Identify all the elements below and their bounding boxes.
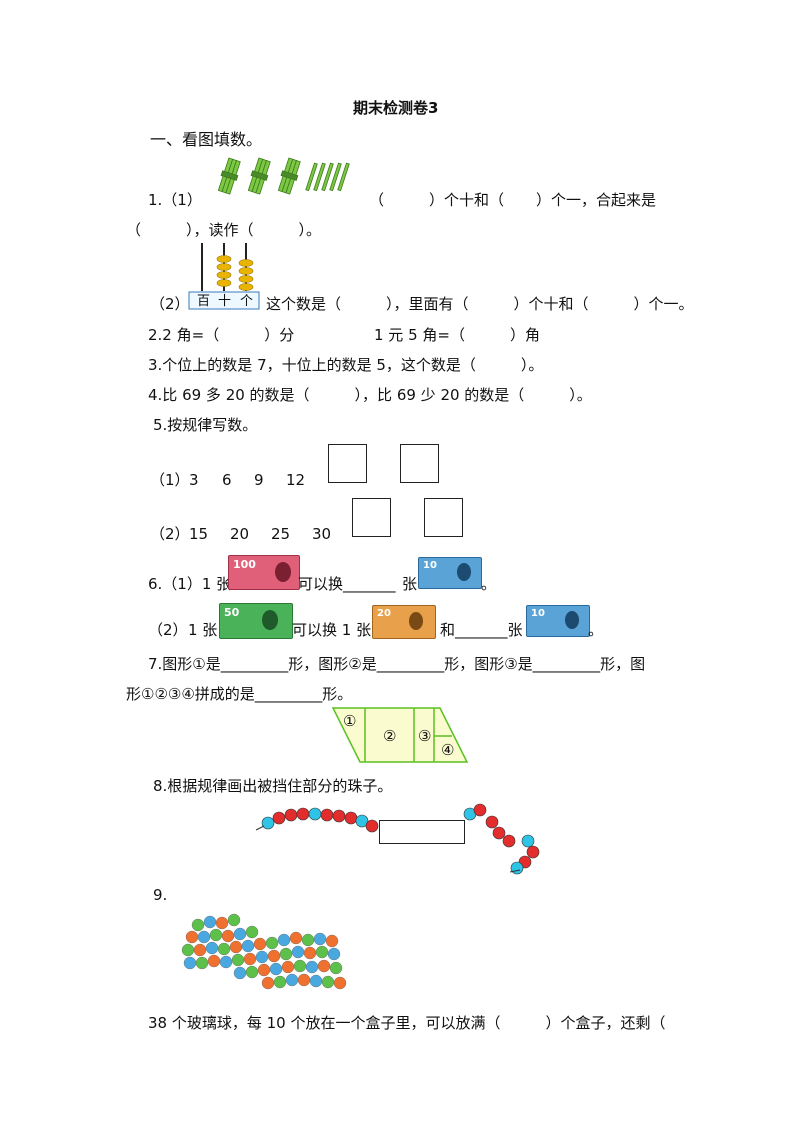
q1-2-prefix: （2） [150,295,190,313]
answer-box[interactable] [328,444,367,483]
abacus-icon [188,243,260,310]
q5-row2-label: （2） [150,525,190,543]
stick-bundle-icon [217,157,350,195]
banknote-icon: 10 [418,557,482,589]
shape-label-3: ③ [418,727,432,745]
banknote-icon: 20 [372,605,436,639]
q2-part-a: 2.2 角=（ ）分 [148,326,295,344]
q5-title: 5.按规律写数。 [153,416,258,434]
q6-r2-c: 可以换 1 张 [292,621,372,639]
q6-r2-d: 和_______张 [440,621,523,639]
q1-2-text: 这个数是（ ），里面有（ ）个十和（ ）个一。 [266,295,694,313]
page-title: 期末检测卷3 [353,99,439,117]
q5-row1-num: 9 [254,471,264,489]
abacus-label-tens: 十 [218,294,232,309]
q5-row2-num: 30 [312,525,332,543]
q3: 3.个位上的数是 7，十位上的数是 5，这个数是（ ）。 [148,356,544,374]
banknote-icon: 50 [219,603,293,639]
q1-1-end: ）个一，合起来是 [536,191,657,209]
q5-row2-num: 20 [230,525,250,543]
q8: 8.根据规律画出被挡住部分的珠子。 [153,777,393,795]
composite-shape-figure [331,707,469,763]
section-heading: 一、看图填数。 [150,130,263,149]
q6-r2-e: 。 [588,621,604,639]
q9-number: 9. [153,886,168,904]
answer-box[interactable] [352,498,391,537]
shape-label-4: ④ [441,741,455,759]
q4: 4.比 69 多 20 的数是（ ），比 69 少 20 的数是（ ）。 [148,386,592,404]
banknote-icon: 100 [228,555,300,590]
q5-row1-num: 3 [189,471,199,489]
q1-1-mid: （ ）个十和（ [369,191,505,209]
answer-box[interactable] [400,444,439,483]
q5-row2-num: 15 [189,525,209,543]
bead-string-icon [255,803,540,875]
q5-row1-label: （1） [150,471,190,489]
q5-row1-num: 6 [222,471,232,489]
q1-1-line2: （ ），读作（ ）。 [126,221,322,239]
q6-r1-a: 6.（1）1 张 [148,575,232,593]
abacus-label-ones: 个 [240,294,254,309]
q5-row1-num: 12 [286,471,306,489]
shape-label-1: ① [343,712,357,730]
banknote-icon: 10 [526,605,590,637]
q5-row2-num: 25 [271,525,291,543]
q1-1-prefix: 1.（1） [148,191,202,209]
abacus-label-hundreds: 百 [197,294,211,309]
marble-pile-icon [181,913,347,990]
q7-line2: 形①②③④拼成的是_________形。 [126,685,353,703]
shape-label-2: ② [383,727,397,745]
answer-box[interactable] [424,498,463,537]
q7-line1: 7.图形①是_________形，图形②是_________形，图形③是____… [148,655,646,673]
q9-text: 38 个玻璃球，每 10 个放在一个盒子里，可以放满（ ）个盒子，还剩（ [148,1014,666,1032]
q6-r1-c: 张 [402,575,418,593]
q6-r1-d: 。 [481,575,497,593]
q2-part-b: 1 元 5 角=（ ）角 [374,326,540,344]
q6-r1-b: 可以换_______ [298,575,396,593]
q6-r2-a: （2） [148,621,188,639]
hidden-beads-box[interactable] [379,820,465,844]
q6-r2-b: 1 张 [188,621,218,639]
